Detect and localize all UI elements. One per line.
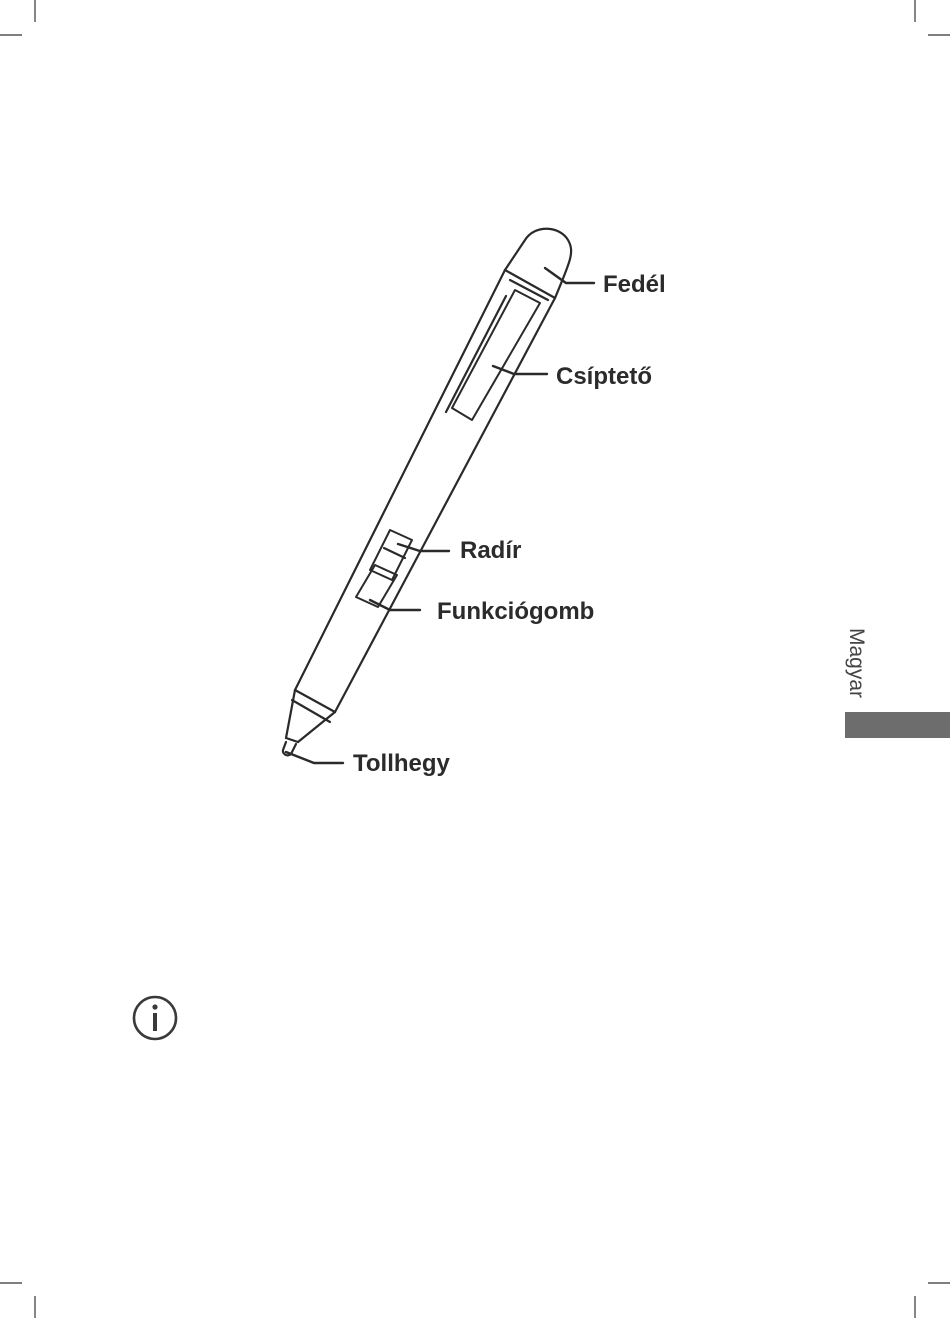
info-icon xyxy=(130,993,180,1043)
label-function-button: Funkciógomb xyxy=(437,600,594,624)
language-tab-label: Magyar xyxy=(846,628,867,698)
leader-clip xyxy=(493,366,547,374)
label-clip: Csíptető xyxy=(556,365,652,389)
leader-cap xyxy=(545,268,594,283)
label-cap: Fedél xyxy=(603,273,666,297)
pen-body xyxy=(283,229,571,756)
language-tab xyxy=(845,712,950,738)
leader-tip xyxy=(286,752,343,763)
label-tip: Tollhegy xyxy=(353,752,450,776)
leader-function xyxy=(370,600,420,610)
label-eraser: Radír xyxy=(460,539,521,563)
